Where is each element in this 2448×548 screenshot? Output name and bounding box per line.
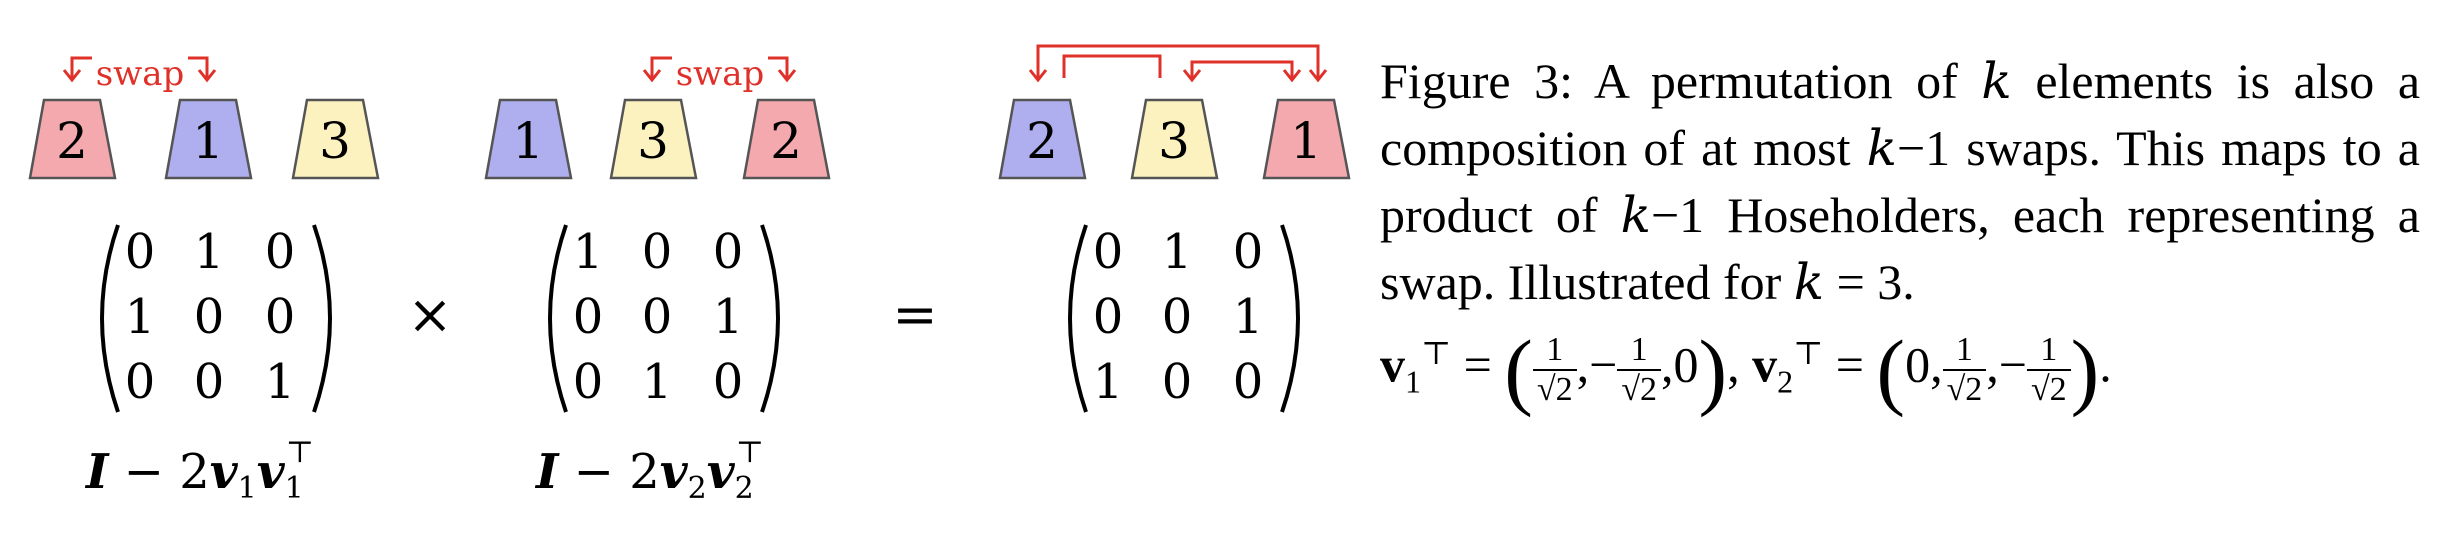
matrix-cell: 0 — [1162, 354, 1193, 410]
matrix-3: 0 1 0 0 0 1 1 0 0 — [1068, 224, 1300, 413]
matrix-cell: 0 — [265, 289, 296, 345]
matrix-2: 1 0 0 0 0 1 0 1 0 — [548, 224, 780, 413]
permutation-diagram: swap 2 1 3 0 1 0 1 0 0 0 0 1 I − 2v1v1⊤ … — [28, 44, 1351, 506]
composite-swap-arrows — [1028, 44, 1328, 83]
matrix-cell: 1 — [194, 224, 225, 280]
swap-label-left: swap — [96, 54, 185, 94]
box-g1-1: 2 — [28, 98, 117, 180]
caption-text: Figure 3: A permutation of k elements is… — [1380, 52, 2421, 311]
matrix-cell: 1 — [1162, 224, 1193, 280]
figure-caption: Figure 3: A permutation of k elements is… — [1380, 48, 2420, 416]
box-g1-2: 1 — [164, 98, 253, 180]
box-label: 2 — [1026, 112, 1058, 170]
matrix-cell: 0 — [194, 289, 225, 345]
swap-label-middle: swap — [676, 54, 765, 94]
matrix-cell: 0 — [642, 224, 673, 280]
box-label: 2 — [770, 112, 802, 170]
box-label: 3 — [637, 112, 669, 170]
matrix-cell: 1 — [125, 289, 156, 345]
matrix-cell: 0 — [573, 289, 604, 345]
equals-operator: = — [892, 283, 937, 346]
times-operator: × — [407, 283, 452, 346]
matrix-cell: 1 — [642, 354, 673, 410]
box-g3-1: 2 — [998, 98, 1087, 180]
matrix-cell: 0 — [1093, 224, 1124, 280]
matrix-cell: 0 — [194, 354, 225, 410]
matrix-cell: 0 — [713, 224, 744, 280]
matrix-cell: 1 — [573, 224, 604, 280]
box-g1-3: 3 — [291, 98, 380, 180]
box-label: 3 — [1158, 112, 1190, 170]
box-g3-3: 1 — [1262, 98, 1351, 180]
vector-equation: v1⊤ = (1√2,−1√2,0), v2⊤ = (0,1√2,−1√2). — [1380, 322, 2112, 419]
matrix-cell: 0 — [265, 224, 296, 280]
matrix-1: 0 1 0 1 0 0 0 0 1 — [100, 224, 332, 413]
box-label: 1 — [1290, 112, 1322, 170]
box-g2-2: 3 — [609, 98, 698, 180]
matrix-cell: 0 — [642, 289, 673, 345]
box-g2-1: 1 — [484, 98, 573, 180]
matrix-cell: 1 — [1233, 289, 1264, 345]
box-label: 2 — [56, 112, 88, 170]
box-label: 3 — [319, 112, 351, 170]
matrix-cell: 1 — [265, 354, 296, 410]
matrix-cell: 0 — [125, 224, 156, 280]
box-label: 1 — [192, 112, 224, 170]
matrix-cell: 0 — [125, 354, 156, 410]
matrix-cell: 0 — [713, 354, 744, 410]
box-label: 1 — [512, 112, 544, 170]
matrix-cell: 0 — [573, 354, 604, 410]
matrix-cell: 0 — [1233, 224, 1264, 280]
matrix-cell: 1 — [1093, 354, 1124, 410]
householder-formula-1: I − 2v1v1⊤ — [84, 435, 314, 506]
figure-label: Figure 3: — [1380, 53, 1574, 109]
matrix-cell: 0 — [1162, 289, 1193, 345]
matrix-cell: 1 — [713, 289, 744, 345]
householder-formula-2: I − 2v2v2⊤ — [534, 435, 764, 506]
matrix-cell: 0 — [1093, 289, 1124, 345]
matrix-cell: 0 — [1233, 354, 1264, 410]
box-g2-3: 2 — [742, 98, 831, 180]
box-g3-2: 3 — [1130, 98, 1219, 180]
